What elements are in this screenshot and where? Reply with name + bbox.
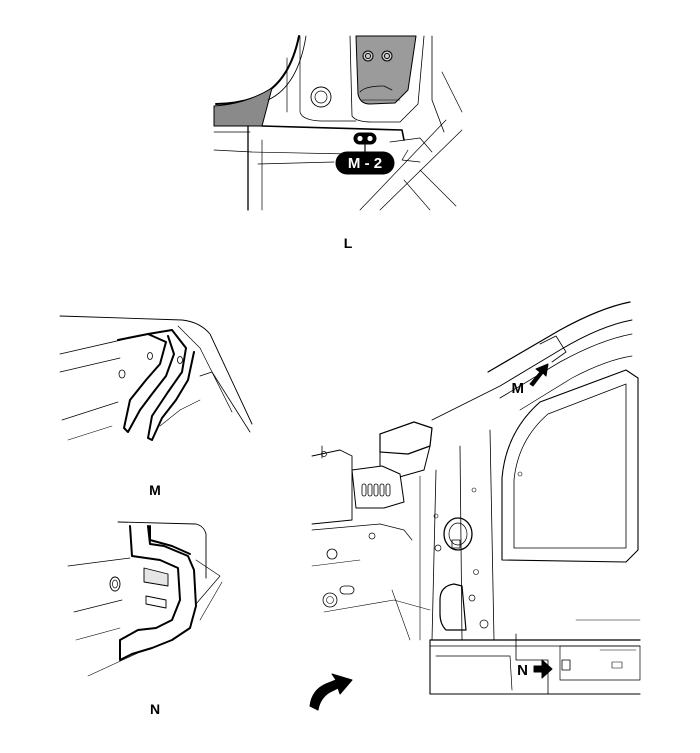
callout-m2-label: M - 2 bbox=[348, 155, 382, 172]
curved-direction-arrow-icon bbox=[309, 673, 353, 711]
arrow-m-icon bbox=[529, 363, 549, 387]
detail-n-view bbox=[67, 521, 223, 677]
arrow-n-icon bbox=[533, 659, 553, 679]
arrow-label-m: M bbox=[512, 380, 525, 397]
view-label-l: L bbox=[344, 235, 353, 251]
arrow-label-n: N bbox=[517, 662, 528, 679]
view-label-n: N bbox=[150, 701, 160, 717]
callout-m2-badge bbox=[335, 151, 395, 175]
view-label-m: M bbox=[149, 482, 161, 498]
main-body-view bbox=[311, 301, 641, 695]
detail-l-view bbox=[213, 35, 463, 211]
detail-m-view bbox=[59, 315, 253, 441]
vent-slots bbox=[361, 483, 391, 497]
